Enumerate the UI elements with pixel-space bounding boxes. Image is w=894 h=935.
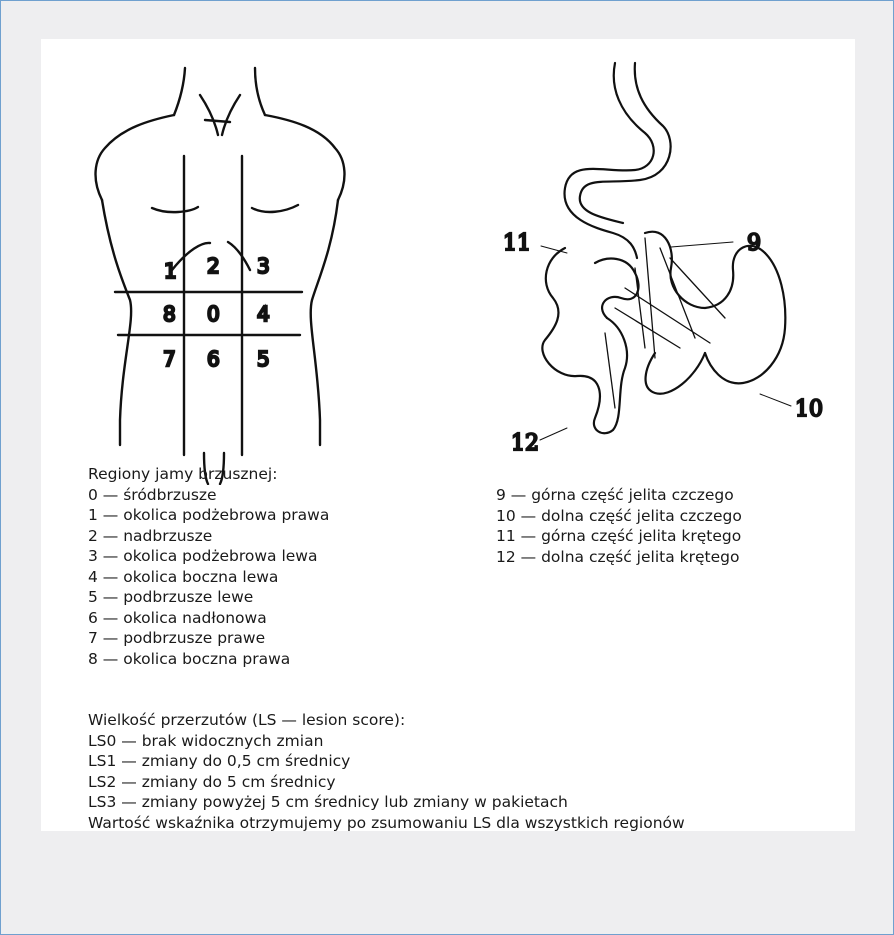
torso-region-label-3: 3 bbox=[257, 254, 270, 278]
intestine-label-11: 11 bbox=[503, 231, 531, 256]
regions-legend-item: 8 — okolica boczna prawa bbox=[88, 649, 329, 670]
lesion-score-legend: Wielkość przerzutów (LS — lesion score):… bbox=[88, 710, 568, 813]
index-note: Wartość wskaźnika otrzymujemy po zsumowa… bbox=[88, 813, 685, 834]
torso-region-label-6: 6 bbox=[207, 347, 220, 371]
torso-region-label-2: 2 bbox=[207, 254, 220, 278]
stomach-inner bbox=[580, 63, 671, 223]
regions-legend-item: 7 — podbrzusze prawe bbox=[88, 628, 329, 649]
regions-legend-item: 3 — okolica podżebrowa lewa bbox=[88, 546, 329, 567]
intestine-legend-item: 12 — dolna część jelita krętego bbox=[496, 547, 742, 568]
lesion-score-item: LS3 — zmiany powyżej 5 cm średnicy lub z… bbox=[88, 792, 568, 813]
intestine-loop-right bbox=[705, 253, 785, 383]
torso-ribs-left bbox=[172, 243, 210, 270]
torso-collar bbox=[200, 95, 240, 135]
regions-legend: Regiony jamy brzusznej: 0 — śródbrzusze … bbox=[88, 464, 329, 669]
mesentery-vessels bbox=[605, 238, 725, 408]
callout-9 bbox=[671, 242, 733, 247]
torso-region-label-4: 4 bbox=[257, 302, 270, 326]
regions-legend-item: 4 — okolica boczna lewa bbox=[88, 567, 329, 588]
stomach-outline bbox=[565, 63, 654, 258]
intestine-legend: 9 — górna część jelita czczego 10 — doln… bbox=[496, 485, 742, 567]
torso-region-label-1: 1 bbox=[164, 259, 177, 283]
lesion-score-item: LS0 — brak widocznych zmian bbox=[88, 731, 568, 752]
regions-legend-item: 0 — śródbrzusze bbox=[88, 485, 329, 506]
regions-legend-item: 1 — okolica podżebrowa prawa bbox=[88, 505, 329, 526]
torso-region-label-5: 5 bbox=[257, 347, 270, 371]
callout-12 bbox=[540, 428, 567, 440]
lesion-score-item: LS1 — zmiany do 0,5 cm średnicy bbox=[88, 751, 568, 772]
intestine-loop-bottom bbox=[646, 353, 705, 394]
torso-diagram: 1 2 3 8 0 4 7 6 5 bbox=[80, 60, 360, 485]
regions-legend-title: Regiony jamy brzusznej: bbox=[88, 464, 329, 485]
intestine-label-12: 12 bbox=[511, 431, 539, 456]
regions-legend-item: 6 — okolica nadłonowa bbox=[88, 608, 329, 629]
torso-shoulder-left bbox=[96, 115, 174, 200]
torso-side-right bbox=[311, 200, 338, 445]
torso-chest-left bbox=[152, 207, 198, 212]
torso-neck-right bbox=[255, 68, 265, 115]
torso-region-label-0: 0 bbox=[207, 302, 220, 326]
intestine-legend-item: 10 — dolna część jelita czczego bbox=[496, 506, 742, 527]
torso-region-label-8: 8 bbox=[163, 302, 176, 326]
torso-ribs-right bbox=[228, 242, 250, 270]
torso-neck-left bbox=[174, 68, 185, 115]
intestine-legend-item: 9 — górna część jelita czczego bbox=[496, 485, 742, 506]
intestine-diagram: 11 9 10 12 bbox=[495, 58, 835, 468]
torso-side-left bbox=[102, 200, 131, 445]
regions-legend-item: 2 — nadbrzusze bbox=[88, 526, 329, 547]
torso-shoulder-right bbox=[265, 115, 344, 200]
callout-10 bbox=[760, 394, 791, 406]
torso-chest-right bbox=[252, 205, 298, 212]
intestine-label-10: 10 bbox=[795, 397, 823, 422]
regions-legend-item: 5 — podbrzusze lewe bbox=[88, 587, 329, 608]
intestine-legend-item: 11 — górna część jelita krętego bbox=[496, 526, 742, 547]
lesion-score-item: LS2 — zmiany do 5 cm średnicy bbox=[88, 772, 568, 793]
lesion-score-title: Wielkość przerzutów (LS — lesion score): bbox=[88, 710, 568, 731]
torso-region-label-7: 7 bbox=[163, 347, 176, 371]
intestine-label-9: 9 bbox=[747, 231, 761, 256]
